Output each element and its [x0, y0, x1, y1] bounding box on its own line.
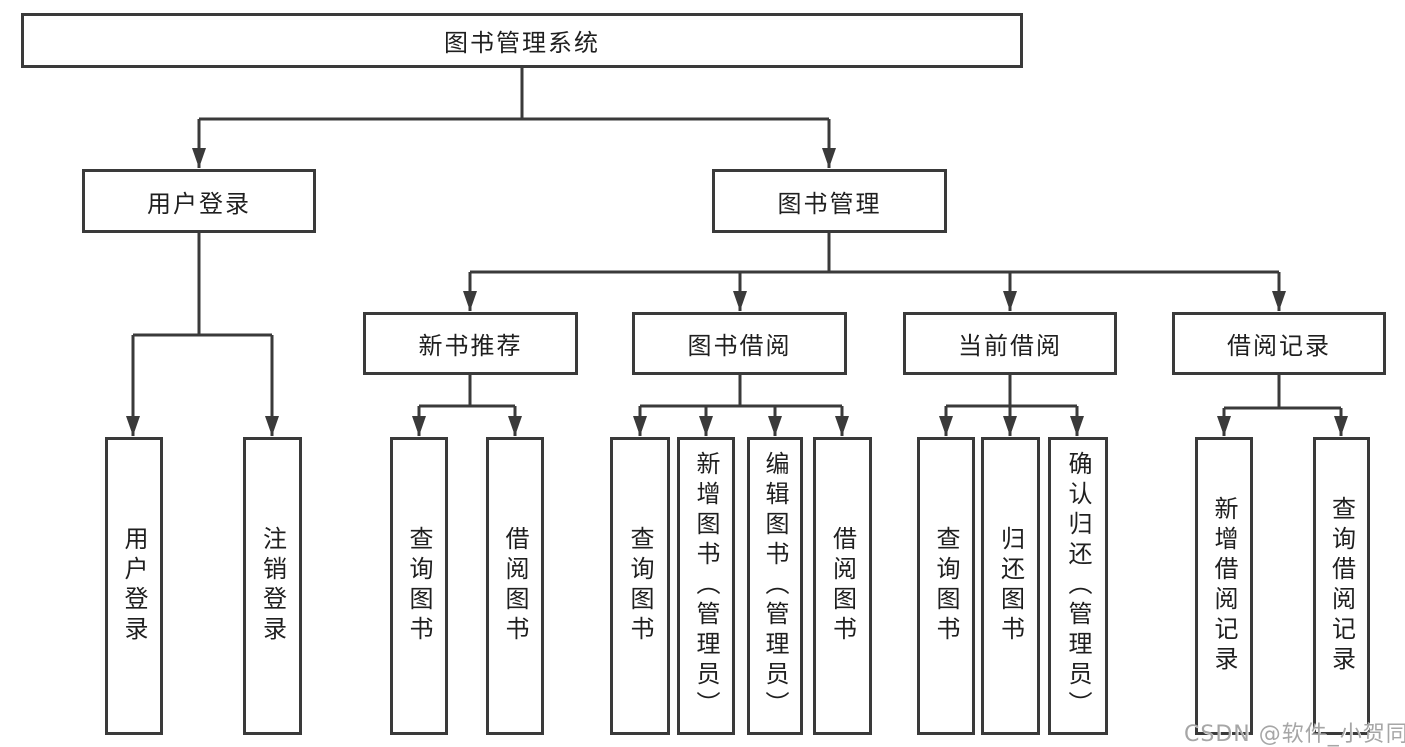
node-borrowing-records: 借阅记录: [1172, 312, 1386, 375]
node-leaf-query-book-1: 查询图书: [390, 437, 448, 735]
node-leaf-query-book-2: 查询图书: [610, 437, 670, 735]
node-leaf-borrow-book-1: 借阅图书: [486, 437, 544, 735]
node-leaf-query-book-3: 查询图书: [917, 437, 975, 735]
node-leaf-query-record: 查询借阅记录: [1313, 437, 1370, 735]
node-leaf-add-book: 新增图书（管理员）: [677, 437, 735, 735]
node-leaf-edit-book: 编辑图书（管理员）: [747, 437, 803, 735]
node-leaf-return-book: 归还图书: [981, 437, 1040, 735]
node-user-login: 用户登录: [82, 169, 316, 233]
node-leaf-borrow-book-2: 借阅图书: [813, 437, 872, 735]
node-new-book-recommend: 新书推荐: [363, 312, 578, 375]
connector-trunk-paths: [133, 68, 1341, 410]
node-leaf-logout: 注销登录: [243, 437, 302, 735]
node-book-management: 图书管理: [712, 169, 947, 233]
csdn-watermark: CSDN @软件_小贺同学: [1184, 722, 1405, 747]
node-current-borrowing: 当前借阅: [903, 312, 1117, 375]
node-leaf-confirm-return: 确认归还（管理员）: [1048, 437, 1108, 735]
node-leaf-add-record: 新增借阅记录: [1195, 437, 1253, 735]
node-system-root: 图书管理系统: [21, 13, 1023, 68]
node-leaf-user-login: 用户登录: [105, 437, 163, 735]
node-book-borrowing: 图书借阅: [632, 312, 847, 375]
